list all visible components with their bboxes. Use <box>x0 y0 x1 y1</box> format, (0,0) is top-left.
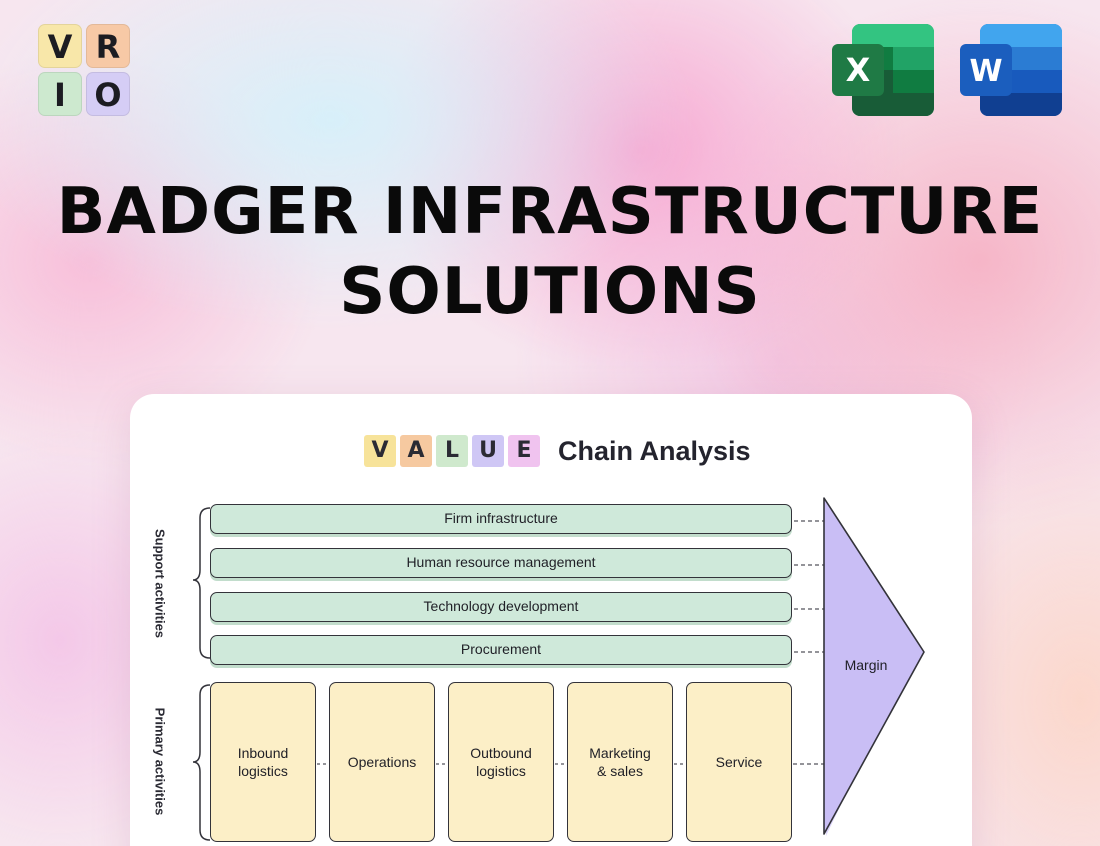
primary-activities-label: Primary activities <box>152 707 168 816</box>
value-chain-card: V A L U E Chain Analysis Support activit… <box>130 394 972 846</box>
margin-arrow <box>823 497 925 835</box>
primary-activity-service: Service <box>686 682 792 842</box>
primary-activity-marketing-sales: Marketing & sales <box>567 682 673 842</box>
primary-activity-outbound-logistics: Outbound logistics <box>448 682 554 842</box>
heading-letter-l: L <box>436 435 468 467</box>
title-line-1: BADGER INFRASTRUCTURE <box>56 175 1044 249</box>
heading-letter-v: V <box>364 435 396 467</box>
heading-letter-u: U <box>472 435 504 467</box>
support-activities-label: Support activities <box>152 528 168 639</box>
heading-letter-a: A <box>400 435 432 467</box>
primary-activity-inbound-logistics: Inbound logistics <box>210 682 316 842</box>
heading-text: Chain Analysis <box>558 435 751 466</box>
diagram-connectors <box>192 497 925 841</box>
support-activity-procurement: Procurement <box>210 635 792 665</box>
word-icon: W <box>960 24 1062 116</box>
support-activity-firm-infrastructure: Firm infrastructure <box>210 504 792 534</box>
page-title: BADGER INFRASTRUCTURE SOLUTIONS <box>0 172 1100 332</box>
vrio-logo: V R I O <box>38 24 130 116</box>
margin-label: Margin <box>844 657 888 673</box>
primary-activity-operations: Operations <box>329 682 435 842</box>
logo-letter-v: V <box>38 24 82 68</box>
support-bracket <box>192 507 211 659</box>
heading-letter-e: E <box>508 435 540 467</box>
support-activity-human-resource: Human resource management <box>210 548 792 578</box>
excel-icon: X <box>832 24 934 116</box>
logo-letter-i: I <box>38 72 82 116</box>
word-letter: W <box>969 54 1002 89</box>
primary-bracket <box>192 684 211 841</box>
diagram-heading: V A L U E Chain Analysis <box>364 434 751 468</box>
logo-letter-r: R <box>86 24 130 68</box>
support-activity-technology: Technology development <box>210 592 792 622</box>
logo-letter-o: O <box>86 72 130 116</box>
excel-letter: X <box>846 51 871 89</box>
title-line-2: SOLUTIONS <box>339 255 761 329</box>
